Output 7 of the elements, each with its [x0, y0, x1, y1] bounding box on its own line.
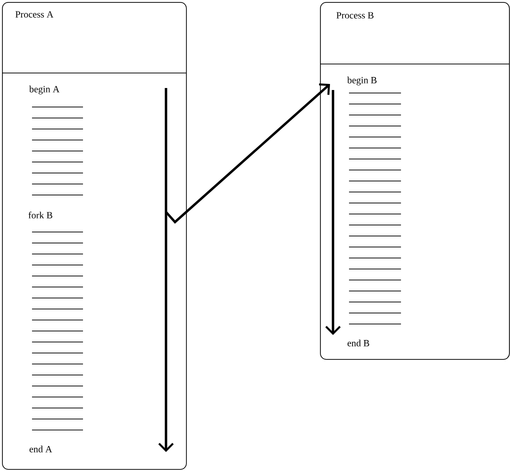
step-label: end B — [348, 340, 370, 346]
step-label: begin B — [347, 76, 377, 86]
step-label: begin A — [29, 86, 60, 94]
arrow — [325, 90, 341, 335]
step-label: end A — [30, 446, 52, 452]
step-label: fork B — [28, 212, 52, 218]
arrow — [165, 83, 330, 224]
